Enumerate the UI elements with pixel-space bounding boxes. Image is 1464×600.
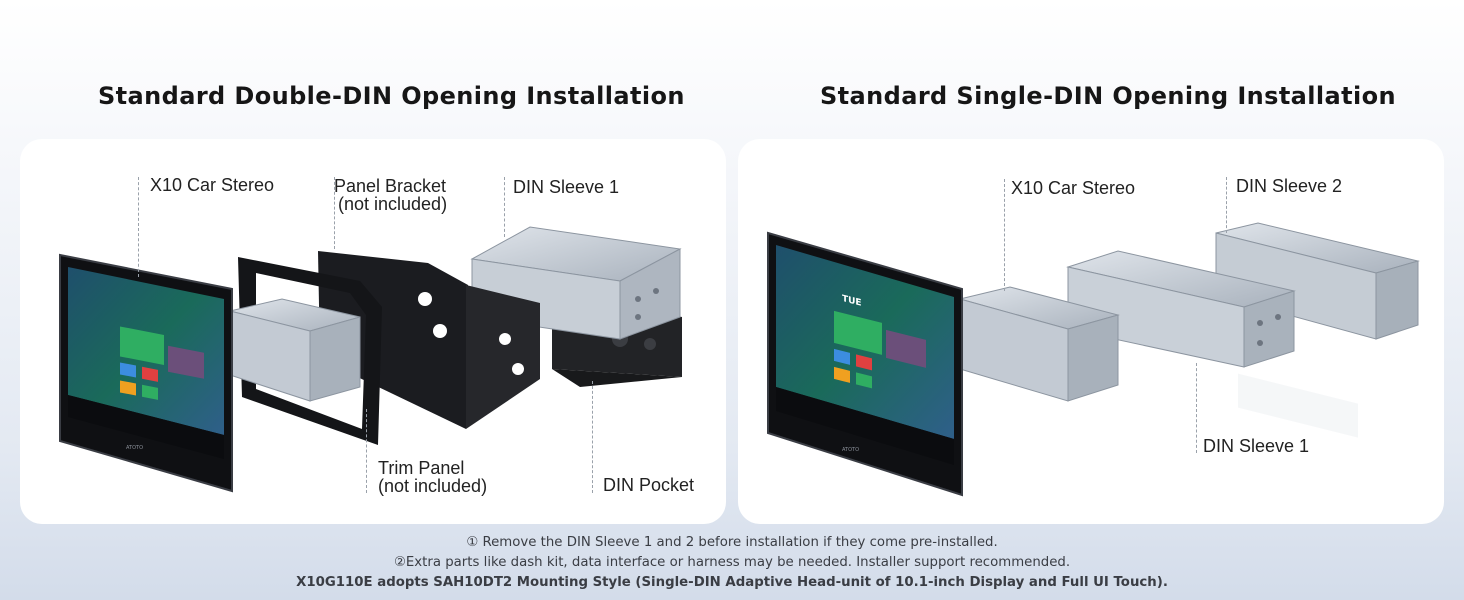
single-din-diagram-panel: TUE ATOTO X10 Car Stereo DIN Sleeve 2 DI… [738, 139, 1444, 524]
label-panel-bracket: Panel Bracket [334, 176, 447, 196]
trim-leader-line [366, 409, 367, 493]
label-din-sleeve-1: DIN Sleeve 1 [513, 177, 620, 197]
double-din-title: Standard Double-DIN Opening Installation [98, 82, 685, 110]
note-mounting-style: X10G110E adopts SAH10DT2 Mounting Style … [296, 575, 1168, 590]
note-extra-parts: ②Extra parts like dash kit, data interfa… [393, 555, 1071, 570]
single-din-title: Standard Single-DIN Opening Installation [820, 82, 1397, 110]
sleeve2-leader-line [1226, 177, 1227, 233]
label-x10-car-stereo: X10 Car Stereo [150, 175, 275, 195]
single-din-exploded-illustration: TUE ATOTO [767, 222, 1420, 497]
label-din-pocket: DIN Pocket [603, 475, 695, 495]
note-remove-sleeves: ① Remove the DIN Sleeve 1 and 2 before i… [466, 535, 998, 550]
label-trim-panel-note: (not included) [378, 476, 488, 496]
screen-weather-value: TUE [842, 294, 862, 309]
label-din-sleeve-1-right: DIN Sleeve 1 [1203, 436, 1310, 456]
label-panel-bracket-note: (not included) [338, 194, 448, 214]
label-din-sleeve-2: DIN Sleeve 2 [1236, 176, 1343, 196]
trim-panel-part [238, 257, 382, 445]
label-trim-panel: Trim Panel [378, 458, 465, 478]
bracket-leader-line [334, 177, 335, 249]
din-sleeve-1-part-right [1066, 250, 1296, 368]
x10-car-stereo-screen-part: ATOTO [59, 253, 233, 493]
stereo-leader-line-right [1004, 179, 1005, 291]
pocket-leader-line [592, 381, 593, 493]
head-unit-chassis-part-right [958, 286, 1120, 402]
label-x10-car-stereo-right: X10 Car Stereo [1011, 178, 1136, 198]
double-din-exploded-illustration: ATOTO [59, 226, 682, 493]
sleeve1-leader-line-right [1196, 363, 1197, 453]
stereo-leader-line [138, 177, 139, 277]
sleeve1-leader-line [504, 177, 505, 237]
screen-brand-right: ATOTO [842, 447, 859, 453]
screen-brand: ATOTO [126, 445, 143, 451]
x10-car-stereo-screen-part-right: TUE ATOTO [767, 231, 963, 497]
head-unit-chassis-part [229, 298, 361, 402]
din-sleeve-2-part [1215, 222, 1420, 438]
double-din-diagram-panel: ATOTO X10 Car Stereo Panel Bracket (not … [20, 139, 726, 524]
installation-notes: ① Remove the DIN Sleeve 1 and 2 before i… [0, 533, 1464, 593]
